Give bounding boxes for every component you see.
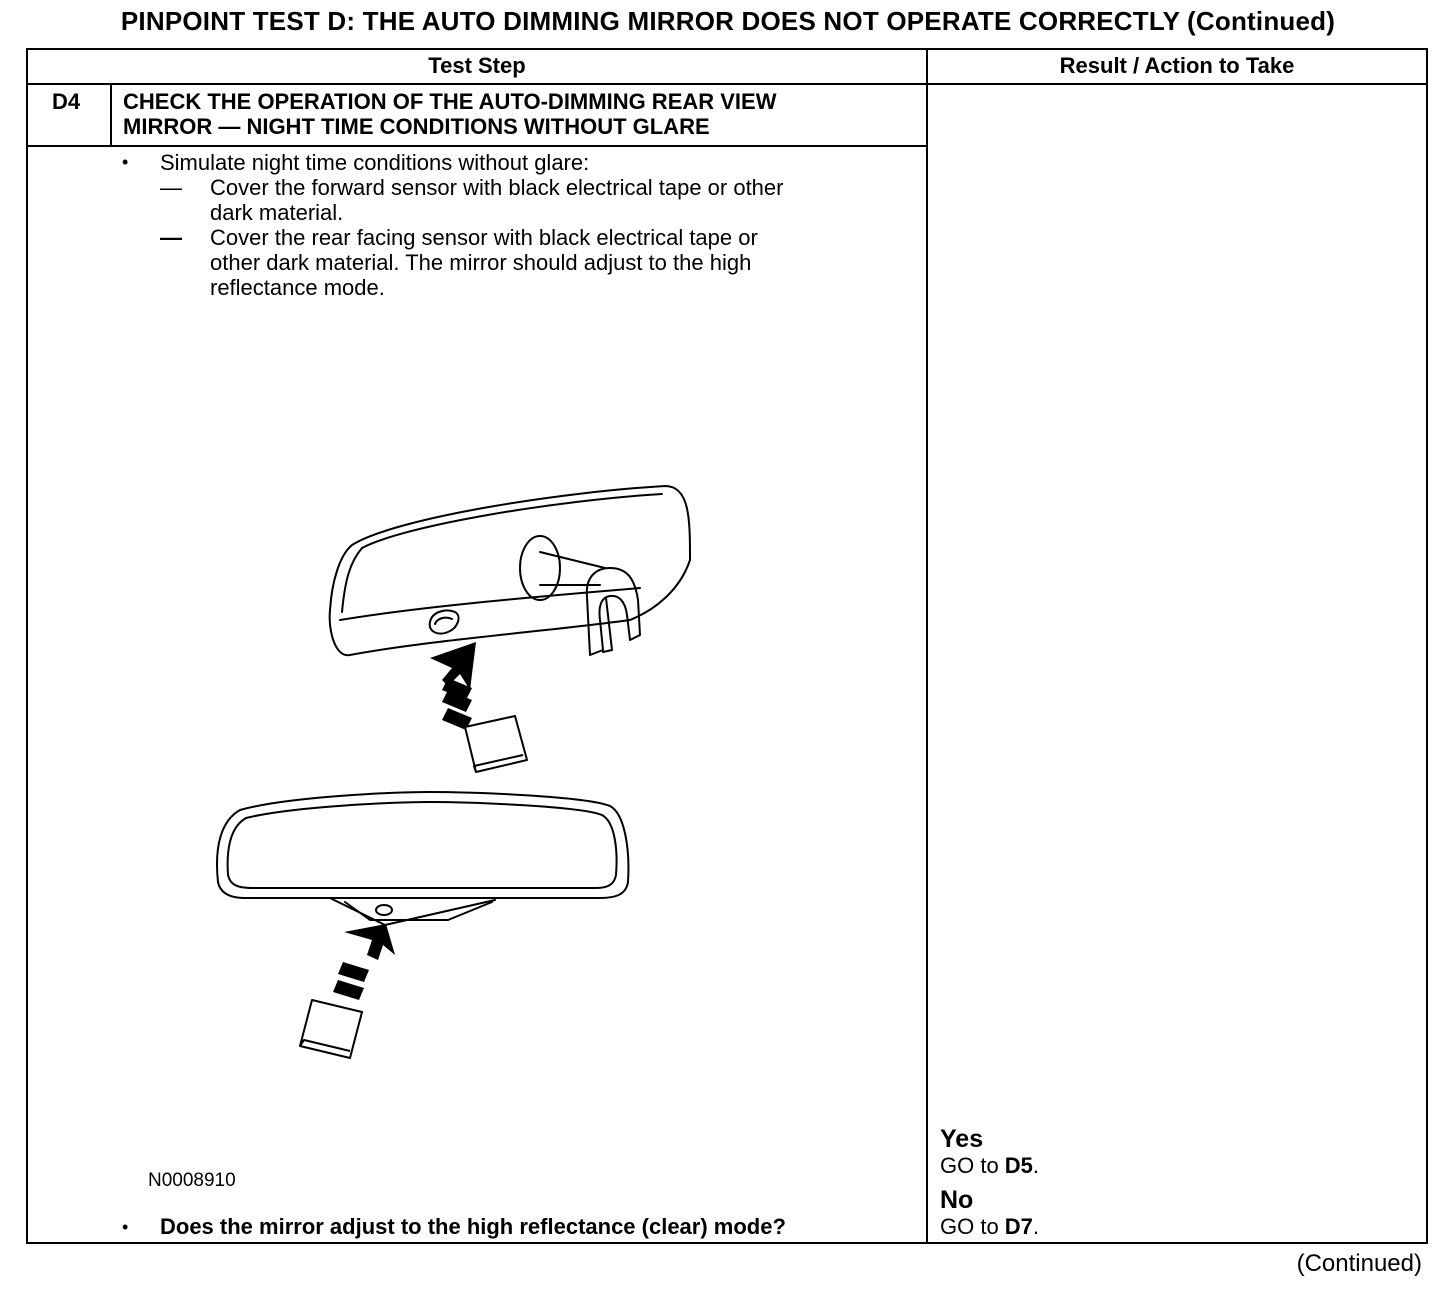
dash-icon: — xyxy=(160,225,182,250)
sub-step-2-line-2: other dark material. The mirror should a… xyxy=(210,250,752,275)
header-test-step: Test Step xyxy=(428,53,526,78)
result-yes-action: GO to D5. xyxy=(940,1153,1039,1179)
no-action-target[interactable]: D7 xyxy=(1004,1214,1033,1239)
sub-step-1-line-2: dark material. xyxy=(210,200,344,225)
sub-step-2-line-3: reflectance mode. xyxy=(210,275,385,300)
tape-icon xyxy=(299,715,528,1059)
step-question: Does the mirror adjust to the high refle… xyxy=(160,1214,786,1239)
step-title-divider xyxy=(26,145,927,147)
result-no-action: GO to D7. xyxy=(940,1214,1039,1240)
header-result-action: Result / Action to Take xyxy=(1059,53,1295,78)
step-title-line-1: CHECK THE OPERATION OF THE AUTO-DIMMING … xyxy=(123,89,777,114)
bullet-icon: • xyxy=(122,152,129,172)
no-action-prefix: GO to xyxy=(940,1214,1005,1239)
arrow-up-icon xyxy=(430,642,476,730)
mirror-rear-view-icon xyxy=(328,485,691,657)
sub-step-1-line-1: Cover the forward sensor with black elec… xyxy=(210,175,784,200)
step-id: D4 xyxy=(52,89,81,114)
no-action-period: . xyxy=(1032,1214,1040,1239)
instruction-bullet-1: Simulate night time conditions without g… xyxy=(160,150,590,175)
yes-action-target[interactable]: D5 xyxy=(1004,1153,1033,1178)
yes-action-period: . xyxy=(1032,1153,1040,1178)
step-title-line-2: MIRROR — NIGHT TIME CONDITIONS WITHOUT G… xyxy=(123,114,710,139)
column-divider xyxy=(926,48,928,1244)
result-yes-label: Yes xyxy=(940,1125,984,1153)
dash-icon: — xyxy=(160,175,182,200)
figure-id: N0008910 xyxy=(148,1170,236,1191)
header-divider xyxy=(26,83,1428,85)
mirror-front-view-icon xyxy=(216,791,630,926)
yes-action-prefix: GO to xyxy=(940,1153,1005,1178)
pinpoint-test-table xyxy=(26,48,1428,1244)
result-no-label: No xyxy=(940,1186,974,1214)
arrow-up-icon xyxy=(333,924,395,1000)
page-title: PINPOINT TEST D: THE AUTO DIMMING MIRROR… xyxy=(120,6,1336,36)
step-id-divider xyxy=(110,84,112,146)
sub-step-2-line-1: Cover the rear facing sensor with black … xyxy=(210,225,758,250)
continued-label: (Continued) xyxy=(1296,1250,1422,1277)
bullet-icon: • xyxy=(122,1217,129,1237)
